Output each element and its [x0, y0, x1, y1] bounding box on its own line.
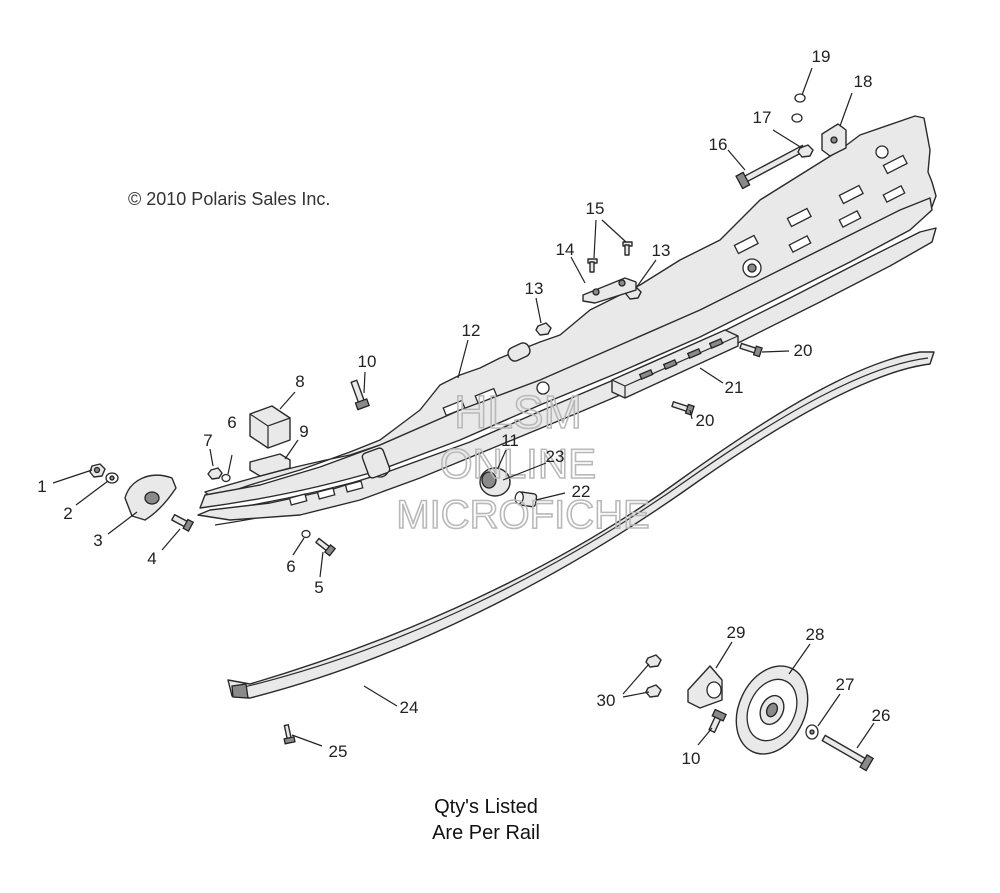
idler-assembly — [283, 654, 875, 772]
callout-6b: 6 — [227, 413, 236, 432]
callout-6a: 6 — [286, 557, 295, 576]
watermark-line-2: ONLINE — [440, 440, 596, 487]
callout-4: 4 — [147, 549, 156, 568]
callout-29: 29 — [727, 623, 746, 642]
callout-13b: 13 — [652, 241, 671, 260]
rail-frame — [197, 115, 937, 526]
copyright-text: © 2010 Polaris Sales Inc. — [128, 189, 330, 209]
callout-20b: 20 — [696, 411, 715, 430]
front-hardware — [89, 379, 370, 557]
callout-19: 19 — [812, 47, 831, 66]
note-line-2: Are Per Rail — [432, 822, 540, 844]
center-hardware — [479, 241, 763, 508]
callout-24: 24 — [400, 698, 419, 717]
watermark-line-1: HLSM — [454, 386, 582, 438]
callout-10b: 10 — [682, 749, 701, 768]
callout-21: 21 — [725, 378, 744, 397]
callout-20a: 20 — [794, 341, 813, 360]
callouts: 1 2 3 4 5 6 6 7 8 9 10 11 12 13 13 14 15… — [37, 47, 890, 768]
leader-lines — [52, 67, 875, 749]
callout-14: 14 — [556, 240, 575, 259]
callout-18: 18 — [854, 72, 873, 91]
callout-10a: 10 — [358, 352, 377, 371]
callout-12: 12 — [462, 321, 481, 340]
wear-strip — [227, 351, 935, 699]
note-line-1: Qty's Listed — [434, 796, 538, 818]
callout-16: 16 — [709, 135, 728, 154]
callout-30: 30 — [597, 691, 616, 710]
callout-17: 17 — [753, 108, 772, 127]
callout-28: 28 — [806, 625, 825, 644]
callout-23: 23 — [546, 447, 565, 466]
callout-2: 2 — [63, 504, 72, 523]
callout-22: 22 — [572, 482, 591, 501]
callout-9: 9 — [299, 422, 308, 441]
callout-1: 1 — [37, 477, 46, 496]
callout-5: 5 — [314, 578, 323, 597]
callout-27: 27 — [836, 675, 855, 694]
watermark: HLSM ONLINE MICROFICHE — [396, 385, 651, 538]
callout-11: 11 — [501, 431, 519, 450]
callout-26: 26 — [872, 706, 891, 725]
callout-15: 15 — [586, 199, 605, 218]
callout-13a: 13 — [525, 279, 544, 298]
callout-25: 25 — [329, 742, 348, 761]
callout-8: 8 — [295, 372, 304, 391]
watermark-line-3: MICROFICHE — [396, 493, 649, 537]
callout-7: 7 — [203, 431, 212, 450]
callout-3: 3 — [93, 531, 102, 550]
rear-hardware — [735, 93, 847, 190]
